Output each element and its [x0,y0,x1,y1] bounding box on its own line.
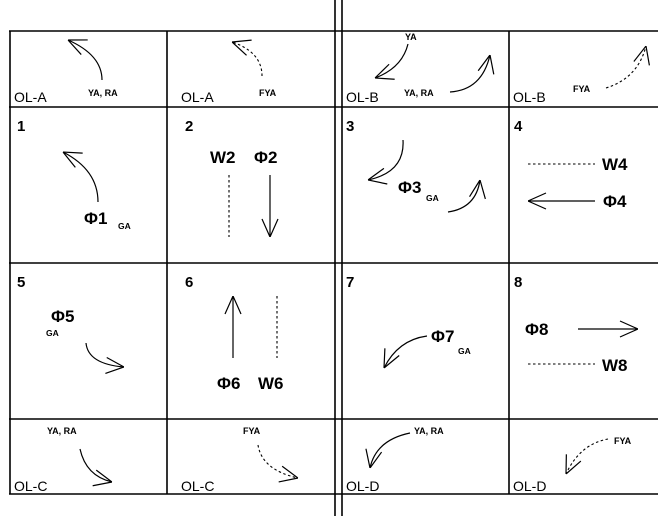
left-turn-arrow-icon [368,139,404,180]
flashing-left-turn-arrow-icon [232,42,263,77]
left-turn-arrow-icon [384,335,428,368]
phase-cell-8: 8 Φ8 W8 [514,274,638,375]
overlap-d1-label: OL-D [346,478,379,494]
phase-8-label: Φ8 [525,320,548,339]
phase-cell-5: 5 Φ5 GA [17,274,124,367]
phase-7-label: Φ7 [431,327,454,346]
overlap-d1-cell: YA, RA OL-D [346,426,444,494]
phase-6-label: Φ6 [217,374,240,393]
overlap-d2-cell: FYA OL-D [513,436,632,494]
phase-5-label: Φ5 [51,307,74,326]
phase-number-5: 5 [17,274,25,291]
overlap-b2-indication: FYA [573,84,591,94]
phase-number-7: 7 [346,274,354,291]
overlap-b1-indication: YA, RA [404,88,434,98]
walk-6-label: W6 [258,374,284,393]
phase-cell-3: 3 Φ3 GA [346,118,480,213]
overlap-d2-label: OL-D [513,478,546,494]
walk-4-label: W4 [602,155,628,174]
overlap-a1-indication: YA, RA [88,88,118,98]
phase-1-label: Φ1 [84,209,107,228]
phase-5-indication: GA [46,328,59,338]
walk-8-label: W8 [602,356,628,375]
overlap-c2-indication: FYA [243,426,261,436]
overlap-c1-label: OL-C [14,478,47,494]
phase-1-indication: GA [118,221,131,231]
flashing-right-turn-arrow-icon [605,46,646,89]
phase-number-6: 6 [185,274,193,291]
overlap-b1-cell: YA YA, RA OL-B [346,32,490,105]
flashing-right-turn-arrow-icon [257,444,298,478]
overlap-c1-cell: YA, RA OL-C [14,426,112,494]
overlap-c2-label: OL-C [181,478,214,494]
left-turn-arrow-icon [375,43,409,78]
overlap-d2-indication: FYA [614,436,632,446]
phase-cell-4: 4 W4 Φ4 [514,118,628,211]
phase-number-1: 1 [17,118,25,135]
phase-cell-1: 1 Φ1 GA [17,118,131,231]
right-turn-arrow-icon [79,448,112,482]
left-turn-arrow-icon [63,152,99,203]
left-turn-arrow-icon [68,40,103,81]
phase-7-indication: GA [458,346,471,356]
phase-4-label: Φ4 [603,192,627,211]
overlap-a1-cell: YA, RA OL-A [14,40,118,105]
overlap-b2-cell: FYA OL-B [513,46,646,105]
overlap-c2-cell: FYA OL-C [181,426,298,494]
overlap-c1-indication: YA, RA [47,426,77,436]
walk-2-label: W2 [210,148,236,167]
flashing-left-turn-arrow-icon [566,438,609,474]
overlap-b1-label: OL-B [346,89,379,105]
phase-number-8: 8 [514,274,522,291]
phase-2-label: Φ2 [254,148,277,167]
phase-cell-6: 6 Φ6 W6 [185,274,284,393]
phase-cell-7: 7 Φ7 GA [346,274,471,368]
phase-3-label: Φ3 [398,178,421,197]
overlap-b2-label: OL-B [513,89,546,105]
overlap-a1-label: OL-A [14,89,47,105]
phase-number-2: 2 [185,118,193,135]
right-turn-arrow-icon [449,55,490,93]
overlap-b1-indication-top: YA [405,32,417,42]
phase-number-3: 3 [346,118,354,135]
overlap-a2-cell: FYA OL-A [181,42,277,105]
phase-3-indication: GA [426,193,439,203]
left-turn-arrow-icon [370,432,411,468]
overlap-a2-label: OL-A [181,89,214,105]
right-turn-arrow-icon [85,342,124,367]
right-turn-arrow-icon [447,180,480,213]
grid-lines [9,0,658,516]
overlap-a2-indication: FYA [259,88,277,98]
phase-cell-2: 2 W2 Φ2 [185,118,277,237]
phase-number-4: 4 [514,118,523,135]
overlap-d1-indication: YA, RA [414,426,444,436]
